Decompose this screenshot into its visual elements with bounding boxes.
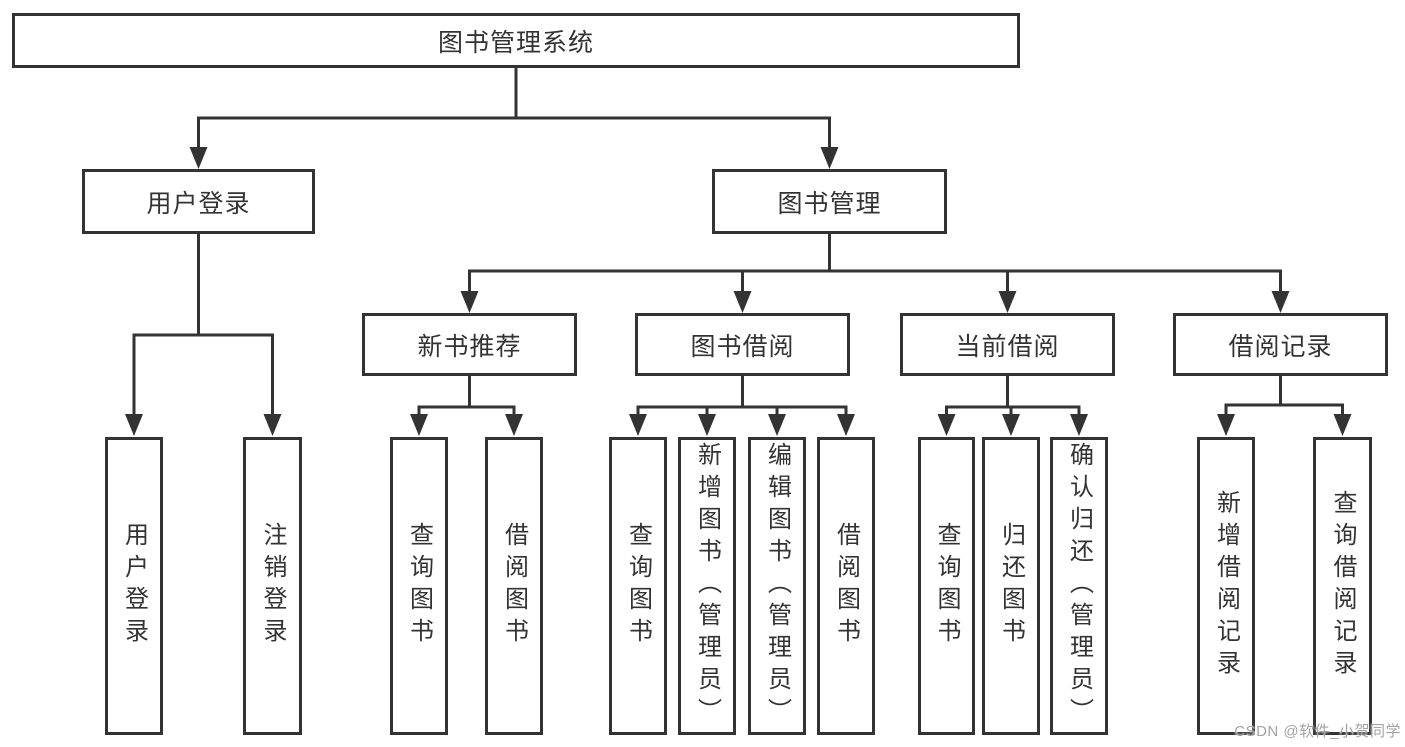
node-book-management: 图书管理 — [712, 169, 947, 234]
leaf-return-book: 归还图书 — [982, 437, 1040, 735]
leaf-recommend-query-books: 查询图书 — [390, 437, 448, 735]
leaf-user-login: 用户登录 — [105, 437, 163, 735]
leaf-confirm-return-admin: 确认归还（管理员） — [1050, 437, 1108, 735]
node-current-borrow: 当前借阅 — [900, 313, 1115, 376]
leaf-borrow-books: 借阅图书 — [817, 437, 875, 735]
leaf-query-borrow-record: 查询借阅记录 — [1313, 437, 1372, 735]
node-user-login: 用户登录 — [82, 169, 315, 234]
watermark-text: CSDN @软件_小贺同学 — [1234, 723, 1401, 740]
leaf-edit-book-admin: 编辑图书（管理员） — [748, 437, 806, 735]
leaf-logout: 注销登录 — [243, 437, 302, 735]
node-new-book-recommend: 新书推荐 — [362, 313, 577, 376]
node-root: 图书管理系统 — [12, 13, 1020, 68]
leaf-borrow-query-books: 查询图书 — [609, 437, 667, 735]
arrow-heads — [125, 147, 1352, 436]
leaf-current-query-books: 查询图书 — [918, 437, 975, 735]
node-borrow-records: 借阅记录 — [1173, 313, 1388, 376]
leaf-add-book-admin: 新增图书（管理员） — [678, 437, 736, 735]
leaf-add-borrow-record: 新增借阅记录 — [1197, 437, 1255, 735]
leaf-recommend-borrow-books: 借阅图书 — [485, 437, 543, 735]
node-book-borrow: 图书借阅 — [635, 313, 850, 376]
